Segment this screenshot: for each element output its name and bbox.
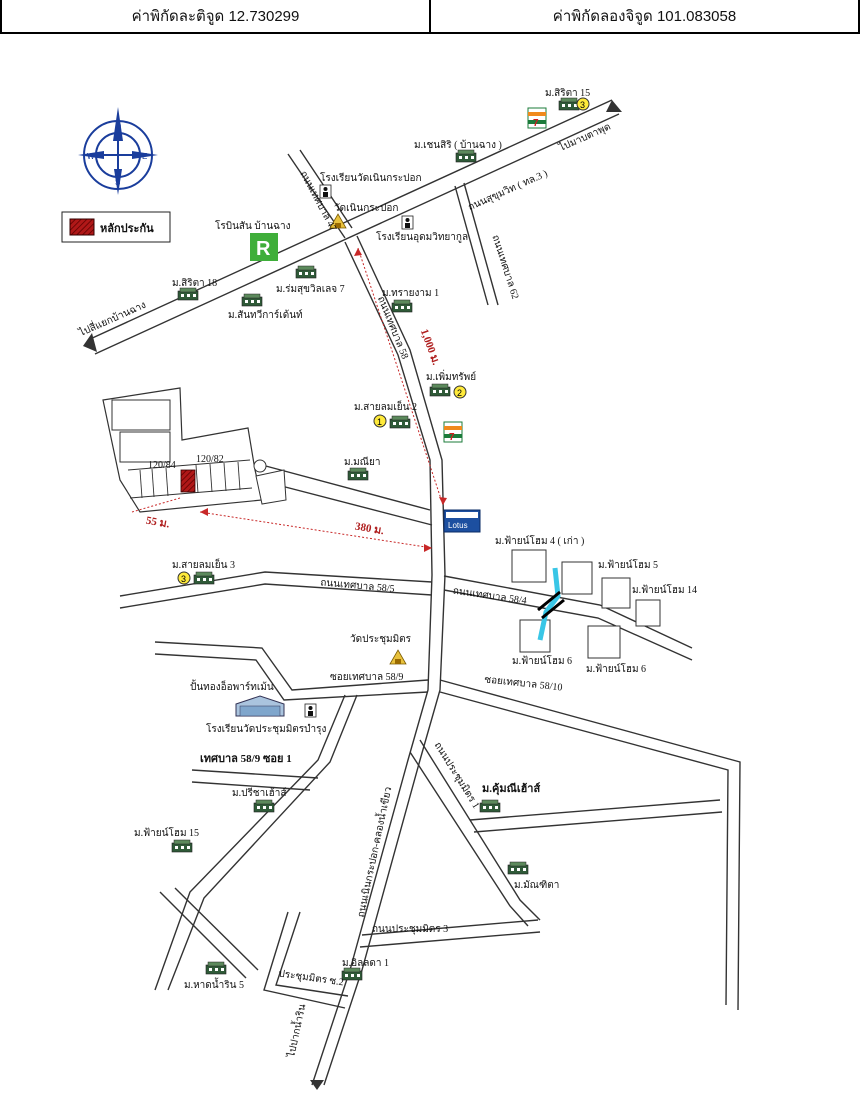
label-sirita15: ม.สิริตา 15 xyxy=(545,88,590,99)
house-icon xyxy=(205,961,227,975)
label-santawee: ม.สันทวีการ์เด้นท์ xyxy=(228,309,303,321)
house-icon xyxy=(455,149,477,163)
road-label-nernkraprok: ถนนเนินกระปอก-คลองน้ำเขียว xyxy=(353,785,394,918)
label-manthita: ม.มัณฑิตา xyxy=(514,880,559,891)
label-permsap: ม.เพิ่มทรัพย์ xyxy=(426,369,476,383)
plot-label-12084: 120/84 xyxy=(148,460,176,471)
house-icon xyxy=(558,97,580,111)
road-label-soi58-10: ซอยเทศบาล 58/10 xyxy=(484,674,563,693)
svg-text:1: 1 xyxy=(377,417,382,427)
lotus-icon: Lotus xyxy=(443,509,481,533)
label-chansiri: ม.เชนสิริ ( บ้านฉาง ) xyxy=(414,139,502,151)
label-fahyen15: ม.ฟ้ายน์โฮม 15 xyxy=(134,826,199,839)
label-school-udom: โรงเรียนอุดมวิทยากูล xyxy=(376,230,468,243)
road-label-sukhumvit: ถนนสุขุมวิท ( ทล.3 ) xyxy=(467,168,550,213)
house-icon xyxy=(177,287,199,301)
svg-text:Lotus: Lotus xyxy=(448,521,468,530)
distance-55: 55 ม. xyxy=(145,515,171,531)
label-fahyen5: ม.ฟ้ายน์โฮม 5 xyxy=(598,558,658,571)
label-preecha: ม.ปรีชาเฮ้าส์ xyxy=(232,787,286,799)
svg-text:3: 3 xyxy=(580,100,585,110)
road-label-prachum-soi2: ประชุมมิตร ซ.2 xyxy=(278,968,345,988)
road-label-prachum1: ถนนประชุมมิตร 1 xyxy=(432,740,482,810)
label-saingam1: ม.ทรายงาม 1 xyxy=(382,288,439,299)
label-school-wat-nern: โรงเรียนวัดเนินกระปอก xyxy=(320,171,422,184)
svg-text:3: 3 xyxy=(181,574,186,584)
legend: หลักประกัน xyxy=(61,211,171,243)
svg-text:E: E xyxy=(142,152,147,161)
road-network xyxy=(119,149,741,1090)
robinson-logo: R xyxy=(250,233,278,261)
plot-label-12082: 120/82 xyxy=(196,454,224,465)
road-label-soi58-9-1: เทศบาล 58/9 ซอย 1 xyxy=(200,753,292,765)
svg-text:2: 2 xyxy=(457,388,462,398)
legend-collateral-label: หลักประกัน xyxy=(100,222,154,235)
label-romsuk7: ม.ร่มสุขวิลเลจ 7 xyxy=(276,284,345,295)
house-icon xyxy=(507,861,529,875)
svg-text:S: S xyxy=(115,178,120,187)
label-robinson: โรบินสัน บ้านฉาง xyxy=(215,219,291,232)
road-label-thesaban58-5: ถนนเทศบาล 58/5 xyxy=(320,577,395,594)
apartment-building-icon xyxy=(235,695,285,717)
house-icon xyxy=(429,383,451,397)
house-icon xyxy=(347,467,369,481)
marker-1: 1 xyxy=(373,414,387,428)
house-icon xyxy=(391,299,413,313)
road-label-soi58-9: ซอยเทศบาล 58/9 xyxy=(330,672,403,683)
house-icon xyxy=(253,799,275,813)
distance-380: 380 ม. xyxy=(354,520,385,537)
house-icon xyxy=(341,967,363,981)
collateral-plot xyxy=(180,469,196,493)
road-label-to-maptaphut: ไปมาบตาพุด xyxy=(556,121,612,155)
label-pantong: ปั้นทองอ็อพาร์ทเม้น xyxy=(190,679,274,693)
label-kumanee: ม.คุ้มณีเฮ้าส์ xyxy=(482,782,540,796)
marker-3-top: 3 xyxy=(576,97,590,111)
label-school-prachum: โรงเรียนวัดประชุมมิตรบำรุง xyxy=(206,722,326,735)
label-fahyen14: ม.ฟ้ายน์โฮม 14 xyxy=(632,583,697,596)
road-label-to-pak-nam: ไปปากน้ำริน xyxy=(283,1002,308,1059)
sukhumvit-road xyxy=(83,99,622,355)
svg-text:R: R xyxy=(256,238,271,260)
longitude-label: ค่าพิกัดลองจิจูด 101.083058 xyxy=(431,0,860,32)
house-icon xyxy=(479,799,501,813)
house-icon xyxy=(389,415,411,429)
marker-2: 2 xyxy=(453,385,467,399)
latitude-label: ค่าพิกัดละติจูด 12.730299 xyxy=(0,0,431,32)
house-icon xyxy=(193,571,215,585)
fahyen-blocks xyxy=(511,549,661,659)
road-label-prachum3: ถนนประชุมมิตร 3 xyxy=(372,924,448,935)
label-wat-prachum: วัดประชุมมิตร xyxy=(350,634,412,645)
label-fahyen4: ม.ฟ้ายน์โฮม 4 ( เก่า ) xyxy=(495,534,584,547)
plot-block xyxy=(102,387,287,513)
bridge xyxy=(537,590,565,620)
house-icon xyxy=(171,839,193,853)
svg-text:W: W xyxy=(87,152,95,161)
canal xyxy=(537,567,561,641)
label-manee: ม.มณียา xyxy=(344,456,380,468)
house-icon xyxy=(241,293,263,307)
label-sirita18: ม.สิริตา 18 xyxy=(172,278,217,289)
label-orlada1: ม.อิลลดา 1 xyxy=(342,958,389,969)
label-fahyen6a: ม.ฟ้ายน์โฮม 6 xyxy=(512,654,572,667)
svg-text:7: 7 xyxy=(533,118,539,129)
temple-icon xyxy=(389,649,407,665)
marker-3-left: 3 xyxy=(177,571,191,585)
distance-lines xyxy=(131,247,447,552)
school-icon xyxy=(401,215,414,230)
label-wat-nern: วัดเนินกระปอก xyxy=(334,203,398,214)
label-saiyen2: ม.สายลมเย็น 2 xyxy=(354,399,417,413)
coordinate-bar: ค่าพิกัดละติจูด 12.730299 ค่าพิกัดลองจิจ… xyxy=(0,0,860,34)
label-fahyen6b: ม.ฟ้ายน์โฮม 6 xyxy=(586,662,646,675)
location-map: 120/84 120/82 1,000 ม. 380 ม. 55 ม. N xyxy=(61,88,741,1090)
school-icon xyxy=(304,703,317,718)
seven-eleven-icon: 7 xyxy=(527,107,547,129)
seven-eleven-icon: 7 xyxy=(443,421,463,443)
distance-1000: 1,000 ม. xyxy=(418,327,442,367)
compass-icon: N S E W xyxy=(78,107,158,195)
label-hadnamrin5: ม.หาดน้ำริน 5 xyxy=(184,977,244,991)
svg-text:N: N xyxy=(115,123,122,133)
label-saiyen3: ม.สายลมเย็น 3 xyxy=(172,557,235,571)
house-icon xyxy=(295,265,317,279)
svg-text:7: 7 xyxy=(449,432,455,443)
